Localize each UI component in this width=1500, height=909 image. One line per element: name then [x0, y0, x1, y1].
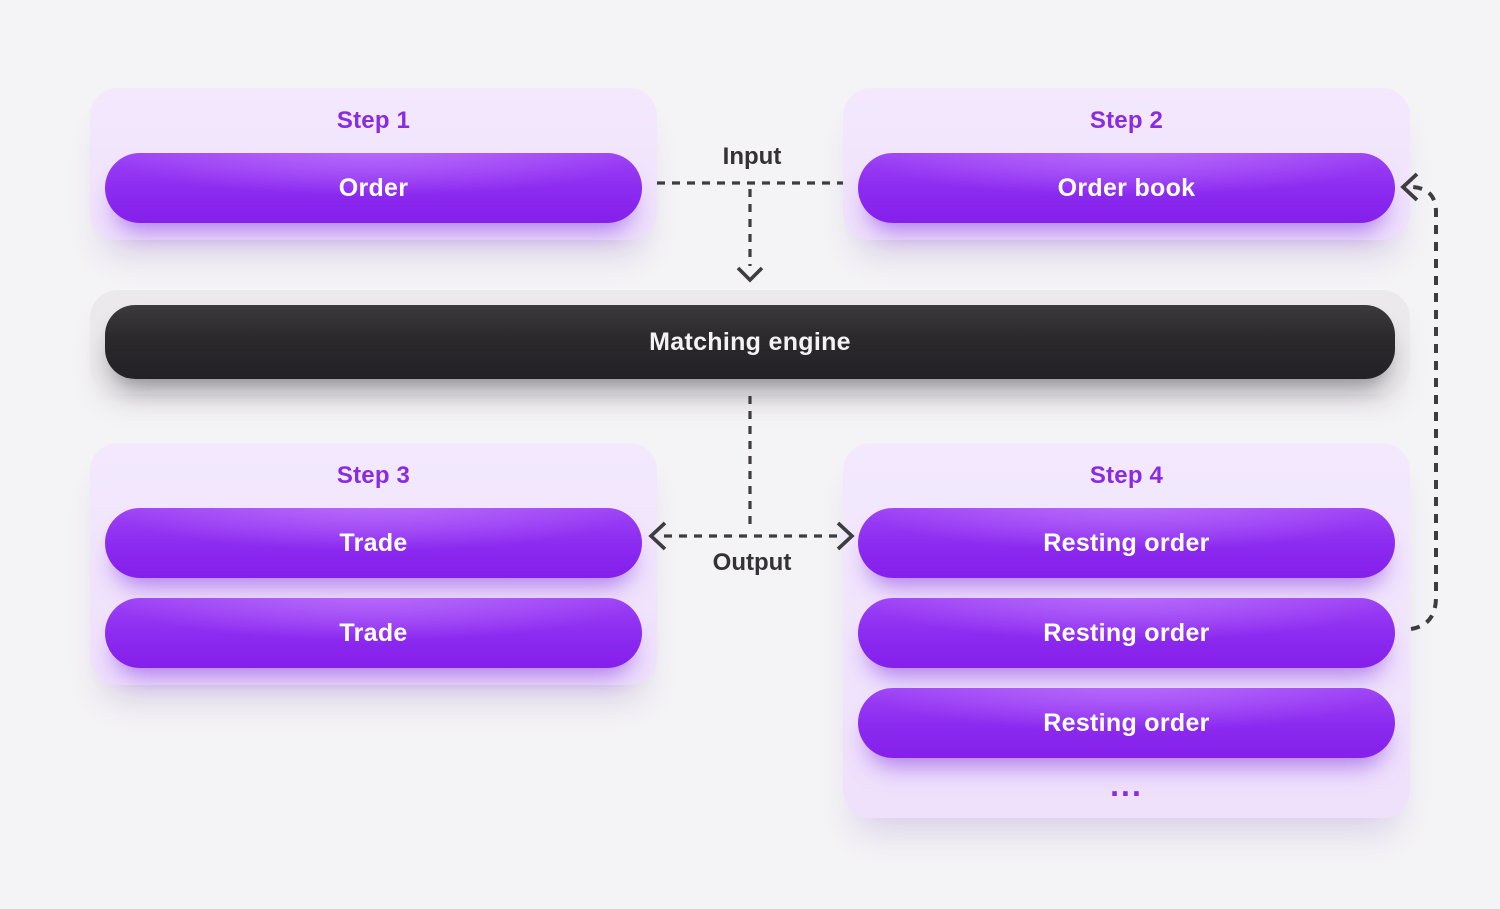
matching-engine-panel: Matching engine: [90, 290, 1410, 394]
output-label: Output: [712, 549, 792, 576]
step4-title: Step 4: [1089, 462, 1164, 489]
matching-engine-bar: Matching engine: [105, 305, 1395, 379]
resting-order-pill-3: Resting order: [858, 688, 1395, 758]
step4-card: Step 4 Resting order Resting order Resti…: [843, 443, 1410, 818]
input-label: Input: [722, 143, 782, 170]
step3-card: Step 3 Trade Trade: [90, 443, 657, 685]
order-book-pill: Order book: [858, 153, 1395, 223]
step1-title: Step 1: [336, 107, 411, 134]
step2-title: Step 2: [1089, 107, 1164, 134]
trade-pill-1: Trade: [105, 508, 642, 578]
more-orders-ellipsis: ...: [1110, 767, 1143, 803]
feedback-connector: [1410, 185, 1438, 631]
step2-card: Step 2 Order book: [843, 88, 1410, 240]
order-pill: Order: [105, 153, 642, 223]
arrow-down-icon: [736, 266, 764, 283]
resting-order-pill-2: Resting order: [858, 598, 1395, 668]
step3-title: Step 3: [336, 462, 411, 489]
resting-order-pill-1: Resting order: [858, 508, 1395, 578]
step1-card: Step 1 Order: [90, 88, 657, 240]
trade-pill-2: Trade: [105, 598, 642, 668]
